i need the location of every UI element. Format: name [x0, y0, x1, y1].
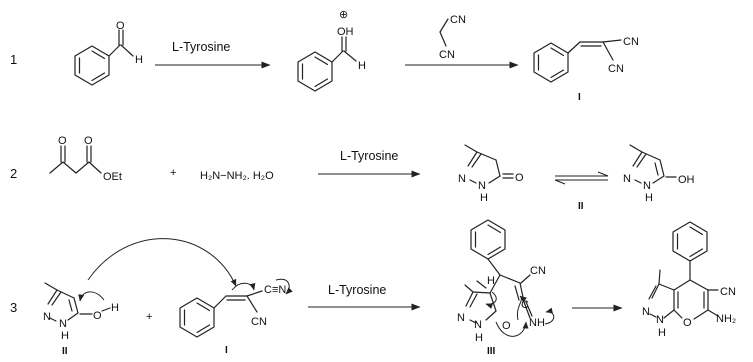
plus-sign: + [146, 311, 152, 323]
benzene-ring [297, 51, 333, 92]
alpha-hydrogen: H [487, 275, 495, 287]
ring-nitrogen-2: N [478, 180, 486, 192]
nitrile-2: CN [608, 63, 624, 75]
step-number-1: 1 [10, 52, 17, 67]
carbonyl-oxygen: O [515, 172, 524, 184]
ring-nitrogen-2: N [643, 180, 651, 192]
ring-nitrogen-1: N [642, 306, 650, 318]
ring-nitrogen-1: N [43, 311, 51, 323]
electron-push-arrow [485, 291, 497, 309]
electron-push-arrow [231, 282, 256, 291]
benzene-ring [179, 297, 215, 338]
amino-group: NH₂ [716, 313, 736, 325]
michael-adduct-intermediate: H CN N N H O C NH III [457, 219, 555, 357]
pyran-oxygen: O [683, 317, 692, 329]
cyclization-arrow [495, 321, 529, 337]
plus-sign: + [170, 167, 176, 179]
step-number-3: 3 [10, 300, 17, 315]
benzene-ring [533, 42, 569, 83]
hydroxyl-oxygen: O [93, 310, 102, 322]
compound-id: II [62, 346, 68, 357]
nitrile-top: C≡N [264, 284, 286, 296]
aldehyde-hydrogen: H [358, 60, 366, 72]
benzene-ring [470, 219, 506, 260]
compound-id: III [487, 346, 496, 357]
hydrazine-hydrate: H₂N−NH₂. H₂O [200, 170, 274, 182]
catalyst-label: L-Tyrosine [340, 149, 398, 163]
hydroxypyrazole-reactant: N N H O H II [43, 282, 119, 357]
benzylidenemalononitrile: CN CN I [533, 36, 639, 103]
imine-nh: NH [529, 317, 545, 329]
hydroxyl-group: OH [678, 174, 695, 186]
pyranopyrazole-product: N N H O CN NH₂ [642, 221, 736, 339]
equilibrium-arrows: II [554, 171, 609, 212]
nh-hydrogen: H [475, 332, 483, 344]
step-number-2: 2 [10, 166, 17, 181]
positive-charge: ⊕ [339, 9, 348, 21]
step-2: 2 O O OEt + H₂N−NH₂. H₂O L-Tyrosine [10, 135, 695, 212]
hydroxypyrazole: N N H OH [623, 144, 695, 204]
aldehyde-hydrogen: H [135, 54, 143, 66]
imine-carbon: C [521, 299, 529, 311]
electron-push-arrow [78, 291, 105, 302]
catalyst-label: L-Tyrosine [172, 40, 230, 54]
nh-hydrogen: H [480, 192, 488, 204]
hydroxyl-group: OH [337, 26, 354, 38]
ethyl-acetoacetate: O O OEt [49, 135, 122, 183]
ester-oxygen: O [84, 135, 93, 147]
ring-nitrogen-1: N [623, 173, 631, 185]
nh-hydrogen: H [61, 330, 69, 342]
nitrile-top: CN [450, 14, 466, 26]
compound-id: II [578, 201, 584, 212]
benzylidenemalononitrile-reactant: C≡N CN I [179, 278, 293, 356]
ketone-oxygen: O [58, 135, 67, 147]
pyrazolone: N N H O [458, 144, 524, 204]
catalyst-label: L-Tyrosine [328, 283, 386, 297]
ring-nitrogen-2: N [59, 318, 67, 330]
ring-nitrogen-2: N [656, 314, 664, 326]
compound-id: I [225, 345, 228, 356]
step-3: 3 N N H O H II + [10, 219, 736, 357]
nitrile-bottom: CN [251, 316, 267, 328]
nh-hydrogen: H [645, 192, 653, 204]
nucleophilic-attack-arrow [87, 238, 237, 287]
nitrile-1: CN [623, 36, 639, 48]
nh-hydrogen: H [658, 327, 666, 339]
hydroxyl-hydrogen: H [111, 302, 119, 314]
benzene-ring [74, 45, 110, 86]
electron-push-arrow [516, 295, 527, 321]
electron-push-arrow [544, 307, 555, 325]
compound-id: I [578, 92, 581, 103]
ring-nitrogen-1: N [457, 312, 465, 324]
ethoxy-group: OEt [103, 171, 122, 183]
nitrile-bottom: CN [439, 49, 455, 61]
nitrile-group: CN [530, 265, 546, 277]
step-1: 1 O H L-Tyrosine [10, 9, 639, 103]
malononitrile: CN CN [439, 14, 466, 61]
protonated-benzaldehyde: ⊕ OH H [297, 9, 366, 92]
electron-push-arrow [275, 278, 293, 295]
ring-nitrogen-1: N [458, 173, 466, 185]
carbonyl-oxygen: O [116, 20, 125, 32]
nitrile-group: CN [720, 286, 736, 298]
carbonyl-oxygen: O [502, 320, 511, 332]
benzene-ring [672, 221, 708, 262]
benzaldehyde: O H [74, 20, 143, 86]
ring-nitrogen-2: N [474, 319, 482, 331]
